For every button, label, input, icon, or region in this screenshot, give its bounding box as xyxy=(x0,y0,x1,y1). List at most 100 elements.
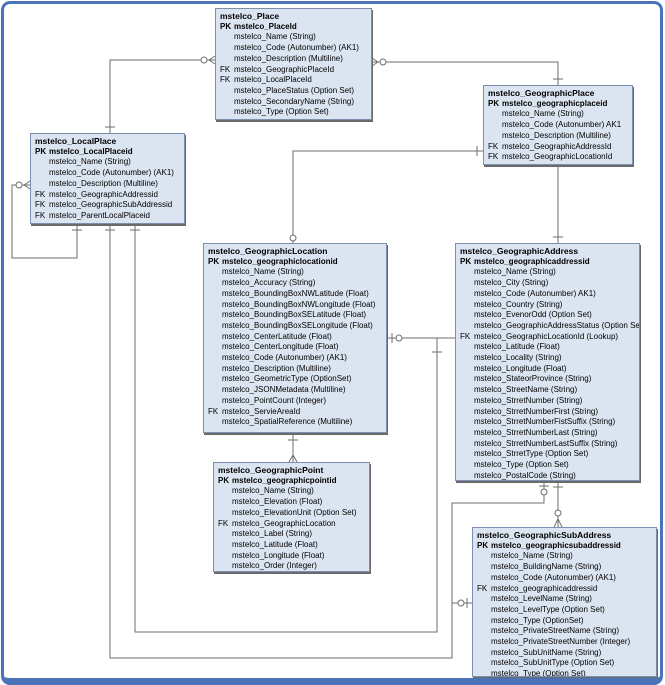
key-prefix: FK xyxy=(488,152,499,162)
attribute-label: mstelco_StrretNumberFistSuffix (String) xyxy=(474,417,616,427)
attribute-row: mstelco_Type (Option Set) xyxy=(216,107,371,118)
relationship-line-place-localplace xyxy=(109,59,215,133)
attribute-row: mstelco_StreetName (String) xyxy=(456,385,639,396)
attribute-label: mstelco_geographiclocationid xyxy=(222,256,338,266)
key-prefix xyxy=(460,471,474,480)
attribute-label: mstelco_LevelType (Option Set) xyxy=(491,604,605,614)
attribute-label: mstelco_StreetName (String) xyxy=(474,385,578,395)
key-prefix xyxy=(218,497,232,508)
key-prefix xyxy=(35,168,49,179)
attribute-row: mstelco_BoundingBoxSELatitude (Float) xyxy=(204,310,386,321)
key-prefix: PK xyxy=(208,256,220,266)
key-prefix xyxy=(460,428,474,439)
attribute-label: mstelco_StrretNumberFirst (String) xyxy=(474,406,599,416)
key-prefix: FK xyxy=(35,210,46,220)
key-prefix xyxy=(218,540,232,551)
key-prefix: PK xyxy=(218,475,230,485)
key-prefix xyxy=(208,300,222,311)
attribute-label: mstelco_Latitude (Float) xyxy=(232,539,318,549)
attribute-row: mstelco_CenterLongitude (Float) xyxy=(204,342,386,353)
attribute-row: mstelco_Type (Option Set) xyxy=(473,669,656,676)
many-crowfoot xyxy=(553,518,563,528)
zero-circle xyxy=(554,509,562,517)
many-crowfoot xyxy=(288,454,298,463)
key-prefix: PK xyxy=(35,146,47,156)
key-prefix xyxy=(220,107,234,118)
attribute-row: mstelco_Name (String) xyxy=(216,32,371,43)
attribute-row: mstelco_SpatialReference (Multiline) xyxy=(204,417,386,428)
zero-circle xyxy=(289,234,297,242)
attribute-label: mstelco_Name (String) xyxy=(234,32,316,42)
key-prefix xyxy=(460,278,474,289)
attribute-row: mstelco_SubUnitName (String) xyxy=(473,648,656,659)
many-crowfoot xyxy=(23,180,31,190)
attribute-label: mstelco_Name (String) xyxy=(491,551,573,561)
attribute-label: mstelco_BuildingName (String) xyxy=(491,562,602,572)
relationship-line-localplace-address-bottom xyxy=(109,224,545,659)
attribute-row: mstelco_CenterLatitude (Float) xyxy=(204,332,386,343)
key-prefix: FK xyxy=(208,406,219,416)
key-prefix xyxy=(220,86,234,97)
attribute-label: mstelco_ParentLocalPlaceid xyxy=(49,210,150,220)
attribute-row: mstelco_Code (Autonumber) (AK1) xyxy=(204,353,386,364)
key-prefix xyxy=(208,289,222,300)
attribute-label: mstelco_LocalPlaceid xyxy=(49,146,133,156)
entity-title: mstelco_GeographicPlace xyxy=(488,88,595,98)
key-prefix xyxy=(477,551,491,562)
key-prefix xyxy=(208,374,222,385)
entity-title: mstelco_LocalPlace xyxy=(35,136,117,146)
attribute-label: mstelco_Code (Autonumber) (AK1) xyxy=(234,43,359,53)
key-prefix: FK xyxy=(488,141,499,151)
key-prefix xyxy=(488,131,502,142)
attribute-label: mstelco_GeographicAddressid xyxy=(49,189,158,199)
many-crowfoot xyxy=(208,55,216,65)
zero-circle xyxy=(457,599,465,607)
attribute-label: mstelco_GeographicAddressStatus (Option … xyxy=(474,320,640,330)
key-prefix xyxy=(460,439,474,450)
key-prefix xyxy=(208,310,222,321)
attribute-row: mstelco_Locality (String) xyxy=(456,353,639,364)
key-prefix xyxy=(218,551,232,562)
attribute-row: mstelco_PostalCode (String) xyxy=(456,471,639,480)
key-prefix xyxy=(208,278,222,289)
key-prefix xyxy=(477,594,491,605)
attribute-row: mstelco_Code (Autonumber) (AK1) xyxy=(473,573,656,584)
zero-circle xyxy=(200,56,208,64)
attribute-row: mstelco_Name (String) xyxy=(214,486,369,497)
key-prefix xyxy=(477,562,491,573)
attribute-label: mstelco_Description (Multiline) xyxy=(222,363,331,373)
entity-title: mstelco_GeographicLocation xyxy=(208,246,328,256)
attribute-row: mstelco_GeographicAddressStatus (Option … xyxy=(456,321,639,332)
attribute-row: mstelco_StateorProvince (String) xyxy=(456,374,639,385)
attribute-label: mstelco_geographicpointid xyxy=(232,475,337,485)
attribute-row: mstelco_Code (Autonumber) AK1 xyxy=(484,120,632,131)
attribute-row: mstelco_PointCount (Integer) xyxy=(204,396,386,407)
attribute-row: mstelco_Accuracy (String) xyxy=(204,278,386,289)
attribute-row: mstelco_Elevation (Float) xyxy=(214,497,369,508)
attribute-label: mstelco_GeometricType (OptionSet) xyxy=(222,374,352,384)
attribute-row: mstelco_Name (String) xyxy=(473,551,656,562)
attribute-label: mstelco_Description (Multiline) xyxy=(49,178,158,188)
attribute-row: mstelco_Name (String) xyxy=(484,109,632,120)
attribute-label: mstelco_GeographicPlaceId xyxy=(234,64,335,74)
attribute-label: mstelco_PointCount (Integer) xyxy=(222,395,327,405)
key-prefix xyxy=(208,332,222,343)
attribute-row: mstelco_Label (String) xyxy=(214,529,369,540)
attribute-row: mstelco_Code (Autonumber) (AK1) xyxy=(31,168,184,179)
attribute-row: mstelco_JSONMetadata (Multiline) xyxy=(204,385,386,396)
attribute-label: mstelco_ElevationUnit (Option Set) xyxy=(232,507,357,517)
attribute-label: mstelco_Code (Autonumber) AK1 xyxy=(502,120,622,130)
